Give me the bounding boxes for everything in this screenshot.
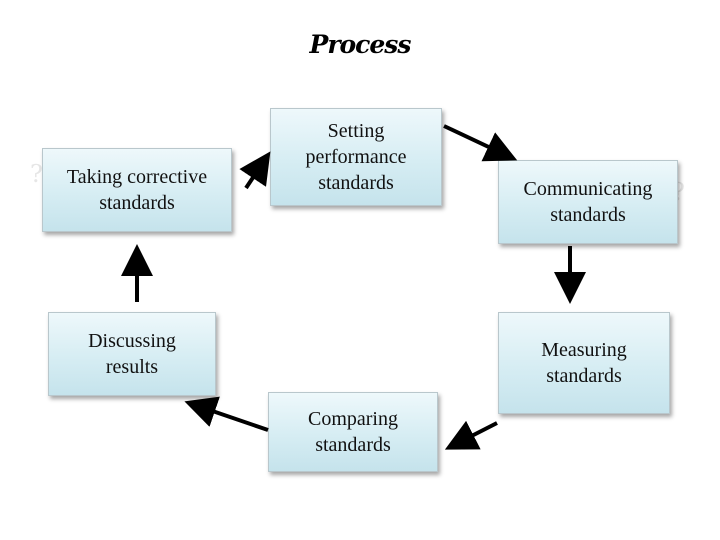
- node-measuring-standards: Measuring standards: [498, 312, 670, 414]
- arrow-measuring-to-comparing: [444, 420, 498, 450]
- node-label: Setting performance standards: [305, 120, 407, 194]
- node-comparing-standards: Comparing standards: [268, 392, 438, 472]
- node-taking-corrective-standards: Taking corrective standards: [42, 148, 232, 232]
- arrow-taking-corrective-to-setting: [239, 151, 271, 190]
- node-communicating-standards: Communicating standards: [498, 160, 678, 244]
- arrow-setting-to-communicating: [443, 124, 518, 162]
- arrow-comparing-to-discussing: [184, 396, 269, 432]
- node-label: Taking corrective standards: [66, 166, 208, 214]
- node-label: Comparing standards: [308, 408, 398, 456]
- node-setting-performance-standards: Setting performance standards: [270, 108, 442, 206]
- node-discussing-results: Discussing results: [48, 312, 216, 396]
- diagram-title: Process: [309, 30, 412, 59]
- ghost-mark-left: ?: [30, 160, 43, 188]
- node-label: Measuring standards: [541, 339, 627, 387]
- node-label: Discussing results: [88, 330, 176, 378]
- node-label: Communicating standards: [523, 178, 653, 226]
